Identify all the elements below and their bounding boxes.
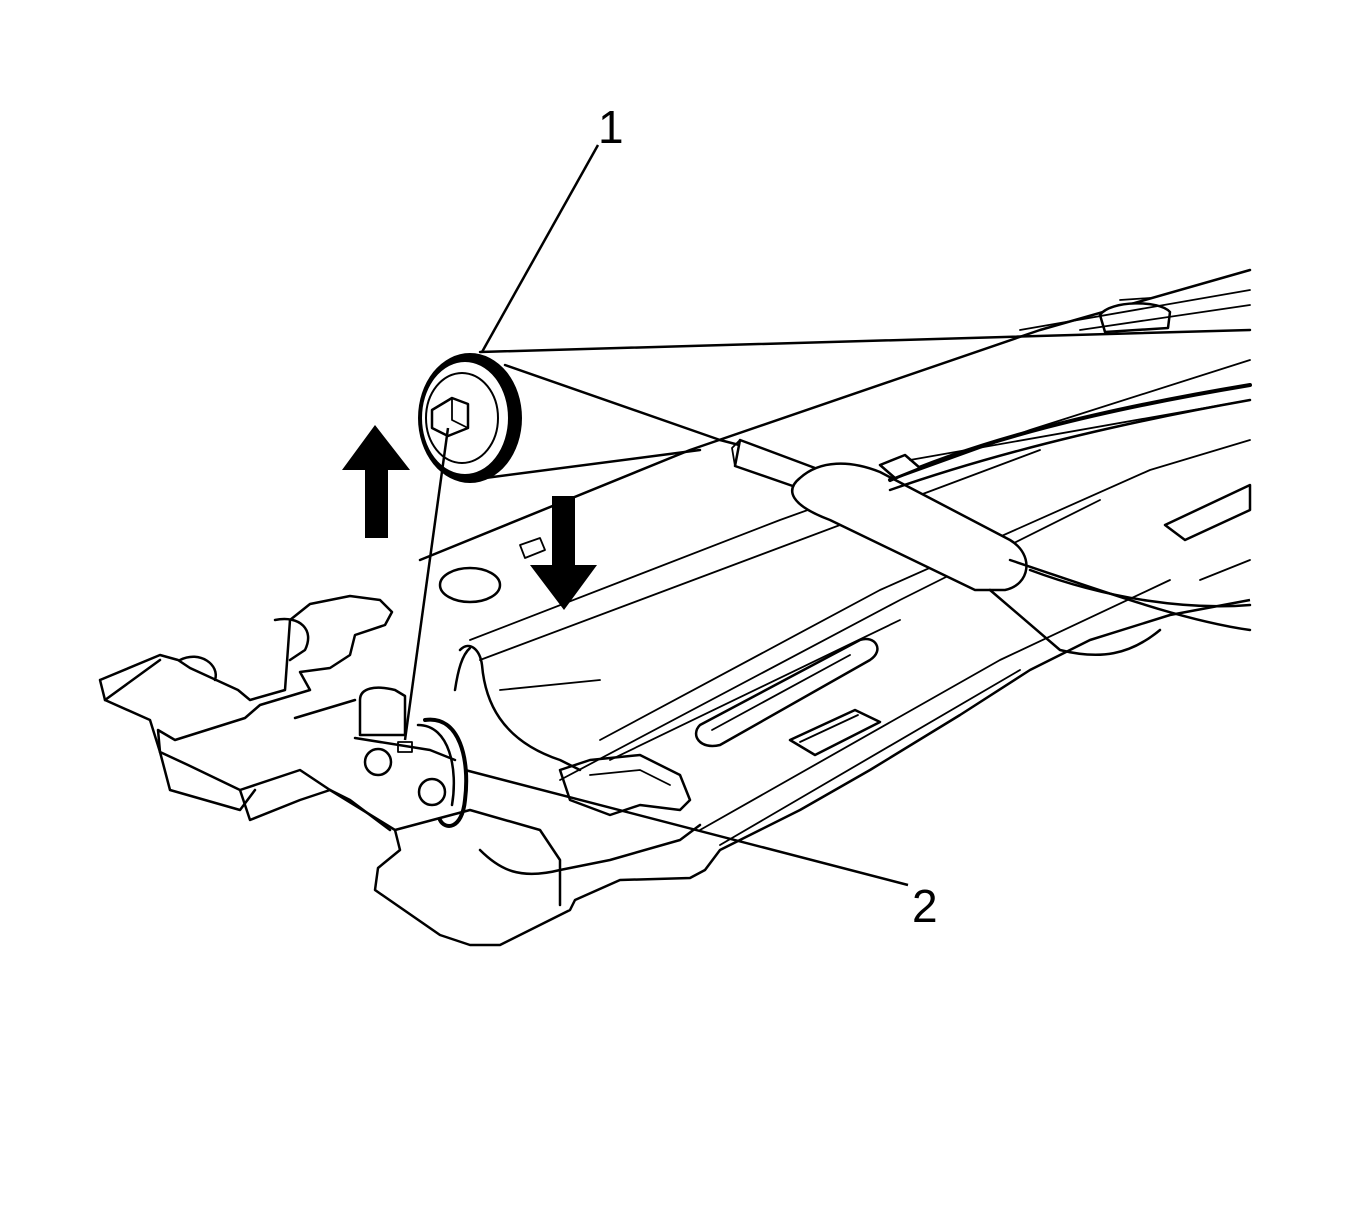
wire-harness [718, 289, 1252, 656]
arrow-down-icon [530, 496, 597, 610]
fastener-grommet [418, 353, 522, 483]
latch-bracket [293, 686, 469, 828]
arrow-up-icon [342, 425, 410, 538]
callout-2-label: 2 [912, 880, 938, 932]
floor-panel [98, 268, 1252, 947]
callout-2-leader [464, 768, 909, 887]
insertion-guide-line [403, 427, 450, 741]
carpet-edge [468, 328, 1252, 482]
callout-1-leader [480, 144, 600, 353]
callout-1-label: 1 [598, 101, 624, 153]
